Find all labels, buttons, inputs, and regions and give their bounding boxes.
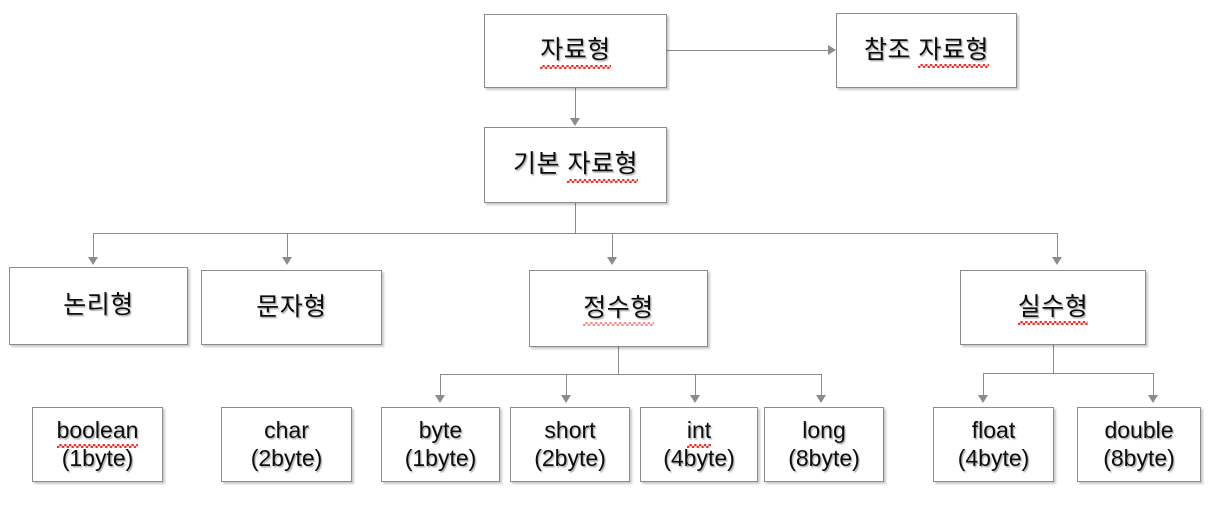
node-int-leaf-name: int	[686, 417, 712, 448]
node-char-leaf-size: (2byte)	[250, 444, 323, 471]
node-primitive-type[interactable]: 기본 자료형	[484, 127, 667, 203]
arrowhead-to-integer-type	[607, 257, 617, 265]
connector-drop-float	[983, 373, 985, 397]
node-long-leaf-name: long	[802, 417, 846, 444]
connector-drop-short	[566, 374, 568, 397]
connector-drop-double	[1153, 373, 1155, 397]
node-short-leaf[interactable]: short (2byte)	[510, 407, 630, 482]
node-boolean-leaf-name: boolean	[56, 417, 139, 448]
node-boolean-leaf-size: (1byte)	[61, 444, 134, 471]
connector-drop-float-type	[1057, 233, 1059, 259]
connector-integer-stem	[618, 347, 620, 375]
node-primitive-type-prefix: 기본	[513, 150, 568, 179]
arrowhead-to-float	[978, 395, 988, 403]
node-short-leaf-size: (2byte)	[534, 444, 606, 471]
node-byte-leaf[interactable]: byte (1byte)	[381, 407, 500, 482]
connector-drop-integer-type	[612, 233, 614, 259]
spellcheck-underline: boolean	[56, 417, 139, 448]
node-float-leaf-size: (4byte)	[957, 444, 1030, 471]
node-boolean-leaf[interactable]: boolean (1byte)	[32, 407, 163, 482]
node-boolean-type-label: 논리형	[63, 291, 134, 320]
node-datatype[interactable]: 자료형	[484, 14, 667, 88]
node-byte-leaf-name: byte	[418, 417, 463, 444]
node-char-leaf-name: char	[264, 417, 309, 444]
arrowhead-to-int	[690, 395, 700, 403]
spellcheck-underline: 자료형	[540, 36, 611, 69]
connector-drop-byte	[440, 374, 442, 397]
node-integer-type-label: 정수형	[583, 293, 654, 326]
node-byte-leaf-size: (1byte)	[404, 444, 477, 471]
node-reference-type-prefix: 참조	[864, 35, 919, 64]
spellcheck-underline: int	[686, 417, 712, 448]
spellcheck-underline: 정수형	[583, 293, 654, 326]
connector-float-bus	[983, 373, 1154, 375]
arrowhead-to-boolean-type	[88, 257, 98, 265]
node-float-type-label: 실수형	[1017, 292, 1089, 325]
node-reference-type-label: 참조 자료형	[864, 35, 989, 68]
connector-drop-boolean-type	[93, 233, 95, 259]
spellcheck-underline: 자료형	[567, 150, 638, 183]
node-float-leaf-name: float	[971, 417, 1016, 444]
connector-datatype-to-primitive	[575, 88, 577, 119]
node-int-leaf-size: (4byte)	[663, 444, 735, 471]
node-datatype-label: 자료형	[540, 36, 611, 69]
arrowhead-to-double	[1148, 395, 1158, 403]
arrowhead-to-char-type	[282, 257, 292, 265]
connector-drop-long	[821, 374, 823, 397]
arrowhead-to-float-type	[1052, 257, 1062, 265]
arrowhead-to-byte	[435, 395, 445, 403]
node-short-leaf-name: short	[544, 417, 596, 444]
node-float-type[interactable]: 실수형	[960, 270, 1146, 345]
node-char-leaf[interactable]: char (2byte)	[221, 407, 352, 482]
node-long-leaf[interactable]: long (8byte)	[764, 407, 884, 482]
node-reference-type[interactable]: 참조 자료형	[836, 13, 1017, 88]
spellcheck-underline: 자료형	[918, 35, 989, 68]
node-boolean-type[interactable]: 논리형	[9, 267, 188, 345]
arrowhead-to-long	[816, 395, 826, 403]
node-char-type[interactable]: 문자형	[201, 270, 382, 345]
node-integer-type[interactable]: 정수형	[529, 270, 708, 347]
node-double-leaf[interactable]: double (8byte)	[1077, 407, 1201, 482]
node-double-leaf-name: double	[1104, 417, 1174, 444]
connector-integer-bus	[440, 374, 821, 376]
node-int-leaf[interactable]: int (4byte)	[640, 407, 758, 482]
connector-datatype-to-reference	[667, 50, 828, 52]
arrowhead-to-short	[561, 395, 571, 403]
connector-float-stem	[1053, 345, 1055, 374]
connector-drop-char-type	[287, 233, 289, 259]
connector-drop-int	[695, 374, 697, 397]
connector-primitive-stem	[575, 203, 577, 234]
spellcheck-underline: 실수형	[1017, 292, 1089, 325]
node-double-leaf-size: (8byte)	[1103, 444, 1175, 471]
node-long-leaf-size: (8byte)	[788, 444, 860, 471]
node-char-type-label: 문자형	[256, 292, 327, 321]
node-primitive-type-label: 기본 자료형	[513, 150, 638, 183]
arrowhead-to-primitive-type	[570, 118, 580, 126]
node-float-leaf[interactable]: float (4byte)	[933, 407, 1054, 482]
arrowhead-to-reference-type	[828, 45, 836, 55]
connector-primitive-bus	[93, 233, 1058, 235]
